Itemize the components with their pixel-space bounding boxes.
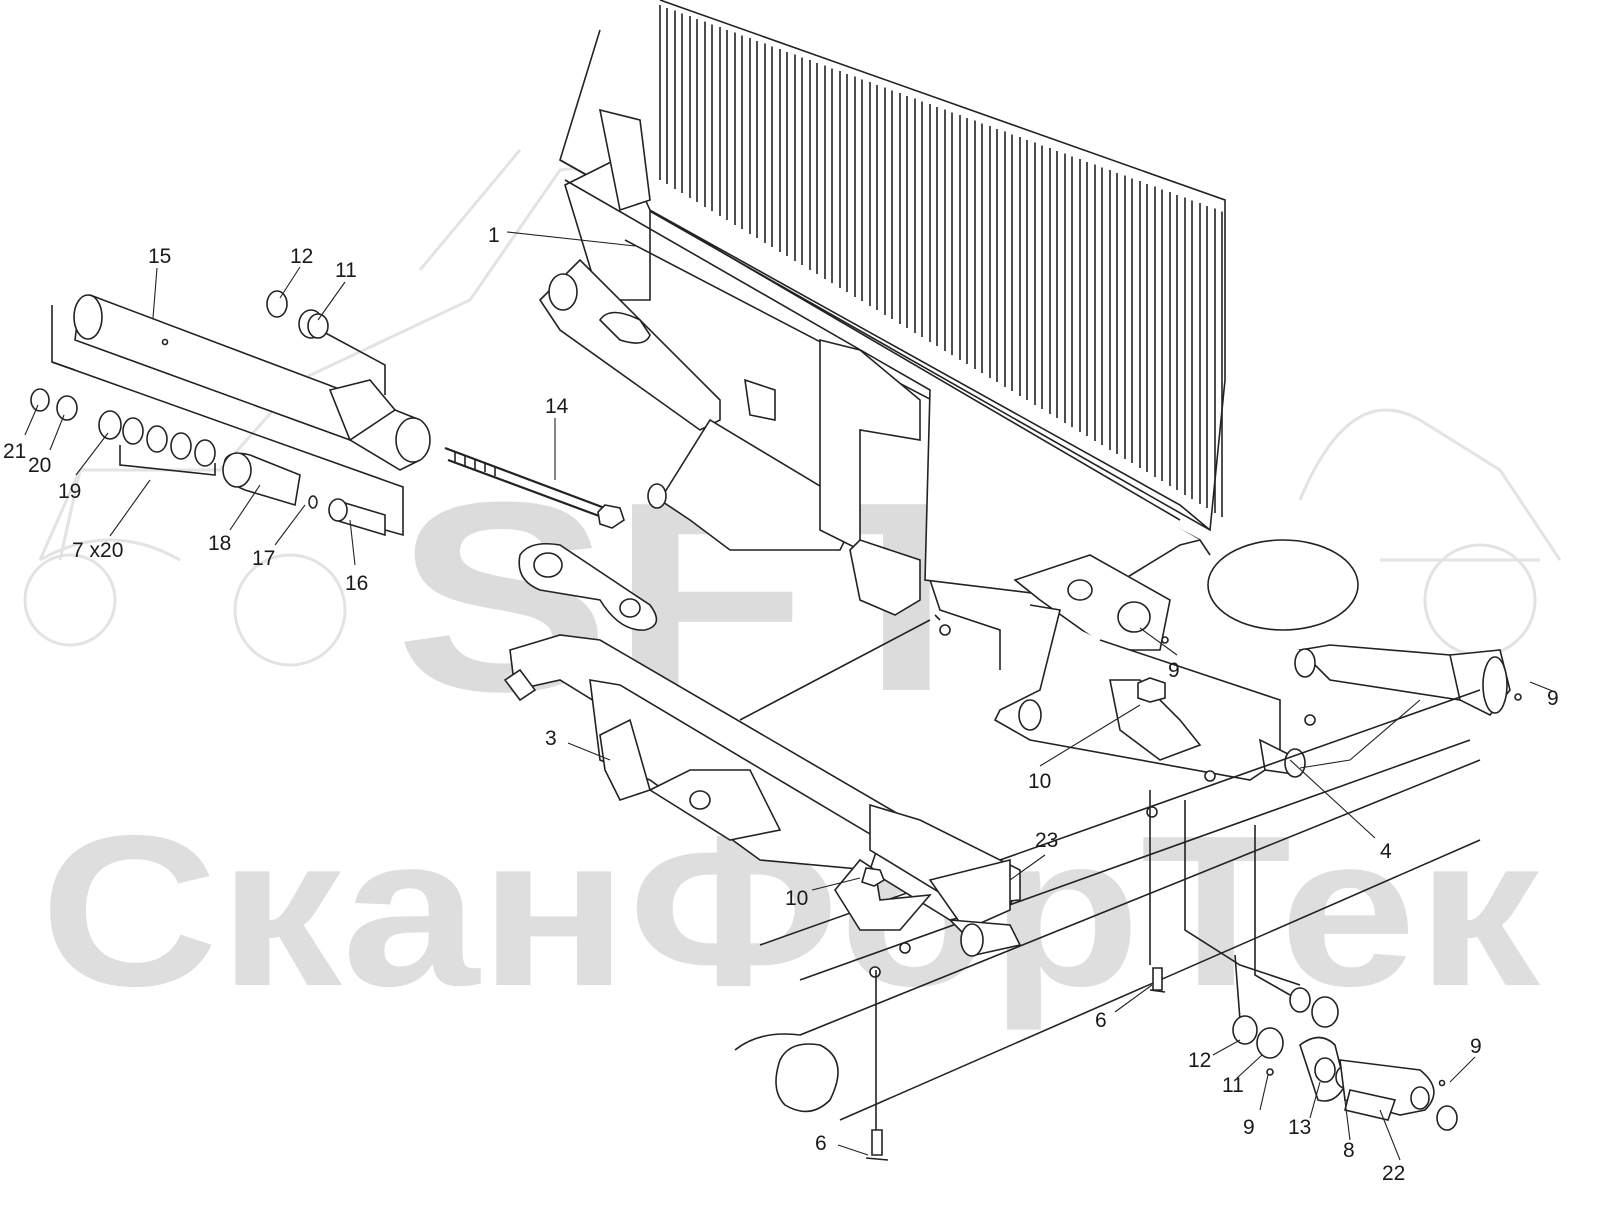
- lower-frame-part-3: [503, 634, 1022, 957]
- grille-fin: [1079, 159, 1088, 436]
- callout-22: 22: [1382, 1162, 1405, 1185]
- grille-fin: [824, 65, 833, 283]
- callout-13: 13: [1288, 1116, 1311, 1139]
- retaining-ring-and-bushing: [266, 290, 329, 339]
- callout-3: 3: [545, 727, 557, 750]
- callout-9-right: 9: [1547, 687, 1559, 710]
- callout-9-center: 9: [1168, 659, 1180, 682]
- right-bracket-part-4: [993, 554, 1306, 781]
- grille-fin: [704, 21, 713, 211]
- grille-fin: [839, 71, 848, 292]
- grille-fin: [809, 60, 818, 274]
- grille-fin: [1139, 181, 1148, 472]
- grille-fin: [764, 43, 773, 247]
- callout-20: 20: [28, 454, 51, 477]
- grille-fin: [1184, 197, 1193, 499]
- callout-15: 15: [148, 245, 171, 268]
- callout-11-lower: 11: [1222, 1074, 1244, 1097]
- grille-fin: [989, 126, 998, 382]
- grille-fin: [1199, 203, 1208, 508]
- callout-labels: 1 15 12 11 14 21 20 19 7 x20 18 17 16 9 …: [3, 224, 1559, 1185]
- pivot-tube-part-15: [51, 294, 431, 537]
- bolt-part-6: [865, 790, 1166, 1161]
- left-mount-bracket: [538, 258, 921, 552]
- grille-fin: [1004, 131, 1013, 391]
- callout-8: 8: [1343, 1139, 1355, 1162]
- link-plate: [518, 542, 658, 631]
- grille-fin: [1109, 170, 1118, 454]
- grille-fin: [659, 5, 668, 184]
- long-bolt-part-14: [444, 446, 625, 529]
- callout-6-lower: 6: [815, 1132, 827, 1155]
- callout-14: 14: [545, 395, 569, 418]
- grille-fin: [1019, 137, 1028, 400]
- grille-fin: [719, 27, 728, 220]
- grille-fin: [869, 82, 878, 310]
- grille-fin: [1094, 164, 1103, 445]
- leader-lines: [24, 231, 1556, 1161]
- grille-fin: [749, 38, 758, 238]
- grille-fin: [944, 109, 953, 355]
- pin-part-18: [222, 452, 301, 507]
- callout-7x20: 7 x20: [72, 539, 123, 562]
- callout-21: 21: [3, 440, 26, 463]
- grille-fin: [689, 16, 698, 202]
- sleeve-part-16: [308, 495, 386, 537]
- callout-10-lower: 10: [785, 887, 808, 910]
- grille-fin: [1214, 208, 1223, 517]
- center-post: [739, 539, 1001, 721]
- callout-6-upper: 6: [1095, 1009, 1107, 1032]
- grille-fin: [959, 115, 968, 364]
- callout-23: 23: [1035, 829, 1058, 852]
- grille-fins: [659, 5, 1223, 517]
- grille-fin: [1154, 186, 1163, 481]
- grille-fin: [929, 104, 938, 346]
- callout-17: 17: [252, 547, 275, 570]
- grille-fin: [794, 54, 803, 265]
- callout-19: 19: [58, 480, 81, 503]
- grille-fin: [974, 120, 983, 373]
- grille-fin: [779, 49, 788, 256]
- washer-stack-part-7: [30, 388, 216, 476]
- callout-16: 16: [345, 572, 368, 595]
- radiator-assembly: [559, 0, 1226, 601]
- grille-fin: [884, 87, 893, 319]
- main-frame-rails: [734, 624, 1481, 1121]
- grille-fin: [1124, 175, 1133, 463]
- callout-9-lower: 9: [1243, 1116, 1255, 1139]
- grille-fin: [1034, 142, 1043, 409]
- grille-fin: [674, 10, 683, 193]
- callout-9-lower-right: 9: [1470, 1035, 1482, 1058]
- grille-fin: [734, 32, 743, 229]
- callout-4: 4: [1380, 840, 1392, 863]
- callout-11-upper: 11: [335, 259, 357, 282]
- grille-fin: [1049, 148, 1058, 418]
- callout-10-upper: 10: [1028, 770, 1051, 793]
- grille-fin: [914, 98, 923, 337]
- grille-fin: [1064, 153, 1073, 427]
- hydraulic-cylinder: [1207, 539, 1511, 717]
- callout-18: 18: [208, 532, 231, 555]
- grille-fin: [899, 93, 908, 328]
- lower-right-hardware: [1161, 636, 1522, 1131]
- callout-12-lower: 12: [1188, 1049, 1211, 1072]
- grille-fin: [854, 76, 863, 301]
- grille-fin: [1169, 192, 1178, 490]
- callout-12-upper: 12: [290, 245, 313, 268]
- callout-1: 1: [488, 224, 500, 247]
